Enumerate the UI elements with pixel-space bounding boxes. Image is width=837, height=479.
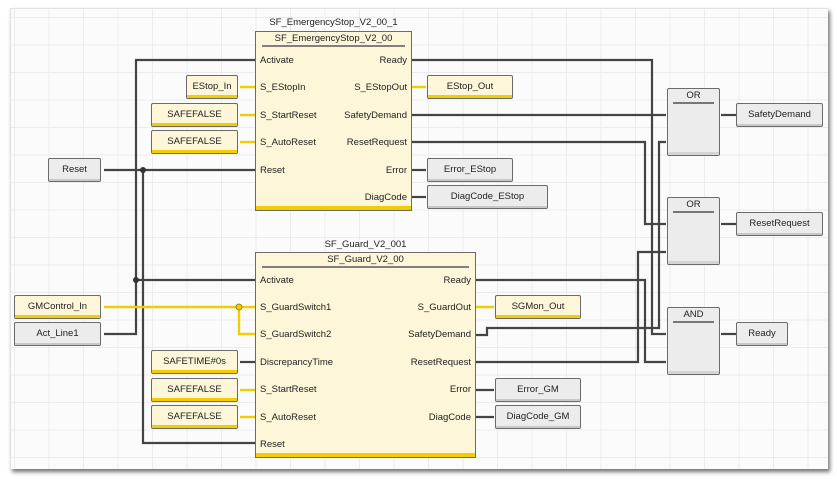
pin-s-estopin[interactable]: S_EStopIn [260,82,306,93]
pin-activate[interactable]: Activate [260,275,294,286]
pin-resetrequest[interactable]: ResetRequest [410,357,471,368]
var-estop-out[interactable]: EStop_Out [427,75,513,99]
gate-label: OR [686,199,701,210]
guard-type-name: SF_Guard_V2_00 [327,254,404,265]
estop-type-name: SF_EmergencyStop_V2_00 [274,33,393,44]
gate-header-divider [673,321,714,323]
block-header-divider [262,45,405,47]
guard-instance-name: SF_Guard_V2_001 [324,239,407,250]
pin-reset[interactable]: Reset [260,165,285,176]
estop-instance-name: SF_EmergencyStop_V2_00_1 [269,17,398,28]
var-act-line1[interactable]: Act_Line1 [14,322,101,346]
estop-function-block[interactable]: SF_EmergencyStop_V2_00 Activate S_EStopI… [255,31,412,211]
var-guard-autoreset[interactable]: SAFEFALSE [151,405,238,429]
var-discrepancy-time[interactable]: SAFETIME#0s [151,350,238,374]
junction-reset [140,167,146,173]
junction-gmcontrol [235,303,243,311]
pin-error[interactable]: Error [385,165,407,176]
pin-s-autoreset[interactable]: S_AutoReset [260,412,316,423]
pin-safetydemand[interactable]: SafetyDemand [344,110,407,121]
and-gate-ready[interactable]: AND [667,307,720,375]
wire-guard-resetrequest [476,250,666,364]
pin-s-guardout[interactable]: S_GuardOut [417,302,471,313]
pin-s-guardswitch2[interactable]: S_GuardSwitch2 [260,329,332,340]
or-gate-resetrequest[interactable]: OR [667,197,720,265]
wire-guard-safetydemand [476,140,666,337]
wire-gmcontrol-switch2 [237,307,255,336]
pin-activate[interactable]: Activate [260,55,294,66]
wire-es-ready [412,58,666,336]
wire-guard-ready [476,278,666,364]
or-gate-safetydemand[interactable]: OR [667,88,720,156]
pin-discrepancytime[interactable]: DiscrepancyTime [260,357,334,368]
var-estop-in[interactable]: EStop_In [186,75,238,99]
var-out-ready[interactable]: Ready [736,322,788,346]
pin-s-startreset[interactable]: S_StartReset [260,110,317,121]
wire-reset-guard [141,170,255,445]
var-diagcode-gm[interactable]: DiagCode_GM [495,405,581,429]
pin-error[interactable]: Error [449,384,471,395]
pin-reset[interactable]: Reset [260,439,285,450]
junction-act [133,277,139,283]
var-sgmon-out[interactable]: SGMon_Out [495,295,581,319]
pin-resetrequest[interactable]: ResetRequest [346,137,407,148]
guard-function-block[interactable]: SF_Guard_V2_00 Activate S_GuardSwitch1 S… [255,252,476,458]
block-header-divider [262,266,469,268]
gate-label: OR [686,90,701,101]
pin-diagcode[interactable]: DiagCode [364,192,407,203]
var-out-safetydemand[interactable]: SafetyDemand [736,103,823,127]
var-gmcontrol-in[interactable]: GMControl_In [14,295,101,319]
pin-s-guardswitch1[interactable]: S_GuardSwitch1 [260,302,332,313]
var-es-startreset[interactable]: SAFEFALSE [151,103,238,127]
pin-diagcode[interactable]: DiagCode [428,412,471,423]
gate-header-divider [673,211,714,213]
var-error-gm[interactable]: Error_GM [495,378,581,402]
pin-s-estopout[interactable]: S_EStopOut [354,82,407,93]
var-error-estop[interactable]: Error_EStop [427,158,513,182]
wire-es-resetrequest [412,140,666,226]
pin-ready[interactable]: Ready [443,275,471,286]
var-guard-startreset[interactable]: SAFEFALSE [151,378,238,402]
var-reset[interactable]: Reset [48,158,101,182]
pin-ready[interactable]: Ready [379,55,407,66]
pin-s-autoreset[interactable]: S_AutoReset [260,137,316,148]
var-es-autoreset[interactable]: SAFEFALSE [151,130,238,154]
var-out-resetrequest[interactable]: ResetRequest [736,212,823,236]
wire-act-line1 [104,58,255,336]
pin-safetydemand[interactable]: SafetyDemand [408,329,471,340]
pin-s-startreset[interactable]: S_StartReset [260,384,317,395]
gate-label: AND [683,309,704,320]
gate-header-divider [673,102,714,104]
var-diagcode-estop[interactable]: DiagCode_EStop [427,185,548,209]
